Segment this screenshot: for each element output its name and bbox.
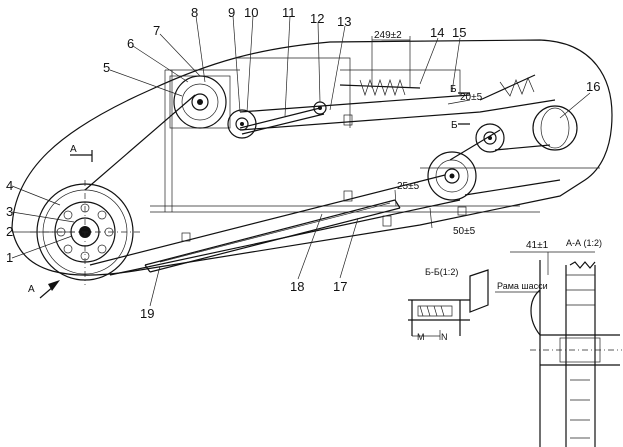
callout-7: 7 <box>153 23 160 38</box>
link-bar <box>144 199 401 273</box>
callout-15: 15 <box>452 25 466 40</box>
drive-pulley <box>30 180 140 285</box>
pivot-12 <box>313 101 327 115</box>
bar-bolts <box>181 114 467 242</box>
section-bb-title: Б-Б(1:2) <box>425 267 458 277</box>
tension-spring <box>339 78 421 97</box>
idler-pulley <box>227 109 257 139</box>
callout-16: 16 <box>586 79 600 94</box>
callout-2: 2 <box>6 224 13 239</box>
callout-12: 12 <box>310 11 324 26</box>
upper-belt <box>239 94 556 151</box>
large-right-pulley <box>532 105 578 151</box>
callout-3: 3 <box>6 204 13 219</box>
dim-section-aa: 41±1 <box>526 240 549 251</box>
section-aa-title: А-А (1:2) <box>566 238 602 248</box>
link-bar-inner <box>159 202 391 263</box>
callout-6: 6 <box>127 36 134 51</box>
section-aa-view <box>495 260 622 447</box>
section-mark-a-bottom: А <box>28 284 35 295</box>
lower-middle-pulley <box>427 151 477 201</box>
housing-outline <box>11 39 613 276</box>
housing-inner-line <box>150 167 600 213</box>
section-mark-b-lower: Б <box>451 120 458 131</box>
right-spring <box>479 74 536 101</box>
callout-5: 5 <box>103 60 110 75</box>
section-bb-view <box>408 269 489 340</box>
upper-left-pulley <box>169 75 231 129</box>
dim-upper-gap: 20±5 <box>460 92 483 103</box>
chassis-frame-label: Рама шасси <box>497 281 548 291</box>
upper-bracket <box>235 57 461 128</box>
callout-14: 14 <box>430 25 444 40</box>
callout-4: 4 <box>6 178 13 193</box>
dimension-lines <box>371 36 595 275</box>
label-m: M <box>417 332 425 342</box>
leader-lines <box>11 15 591 307</box>
right-tensioner <box>475 123 505 153</box>
frame-wall <box>164 69 240 212</box>
callout-10: 10 <box>244 5 258 20</box>
callout-19: 19 <box>140 306 154 321</box>
section-arrows <box>39 92 470 299</box>
section-mark-b-upper: Б <box>450 84 457 95</box>
tension-rod <box>239 107 325 135</box>
callout-9: 9 <box>228 5 235 20</box>
callout-1: 1 <box>6 250 13 265</box>
label-n: N <box>441 332 448 342</box>
callout-18: 18 <box>290 279 304 294</box>
dim-middle-gap: 25±5 <box>397 181 420 192</box>
callout-8: 8 <box>191 5 198 20</box>
dim-spring-length: 249±2 <box>374 30 402 41</box>
callout-11: 11 <box>282 5 296 20</box>
section-mark-a-top: А <box>70 144 77 155</box>
callout-13: 13 <box>337 14 351 29</box>
callout-17: 17 <box>333 279 347 294</box>
dim-lower-gap: 50±5 <box>453 226 476 237</box>
right-belt <box>449 129 561 196</box>
